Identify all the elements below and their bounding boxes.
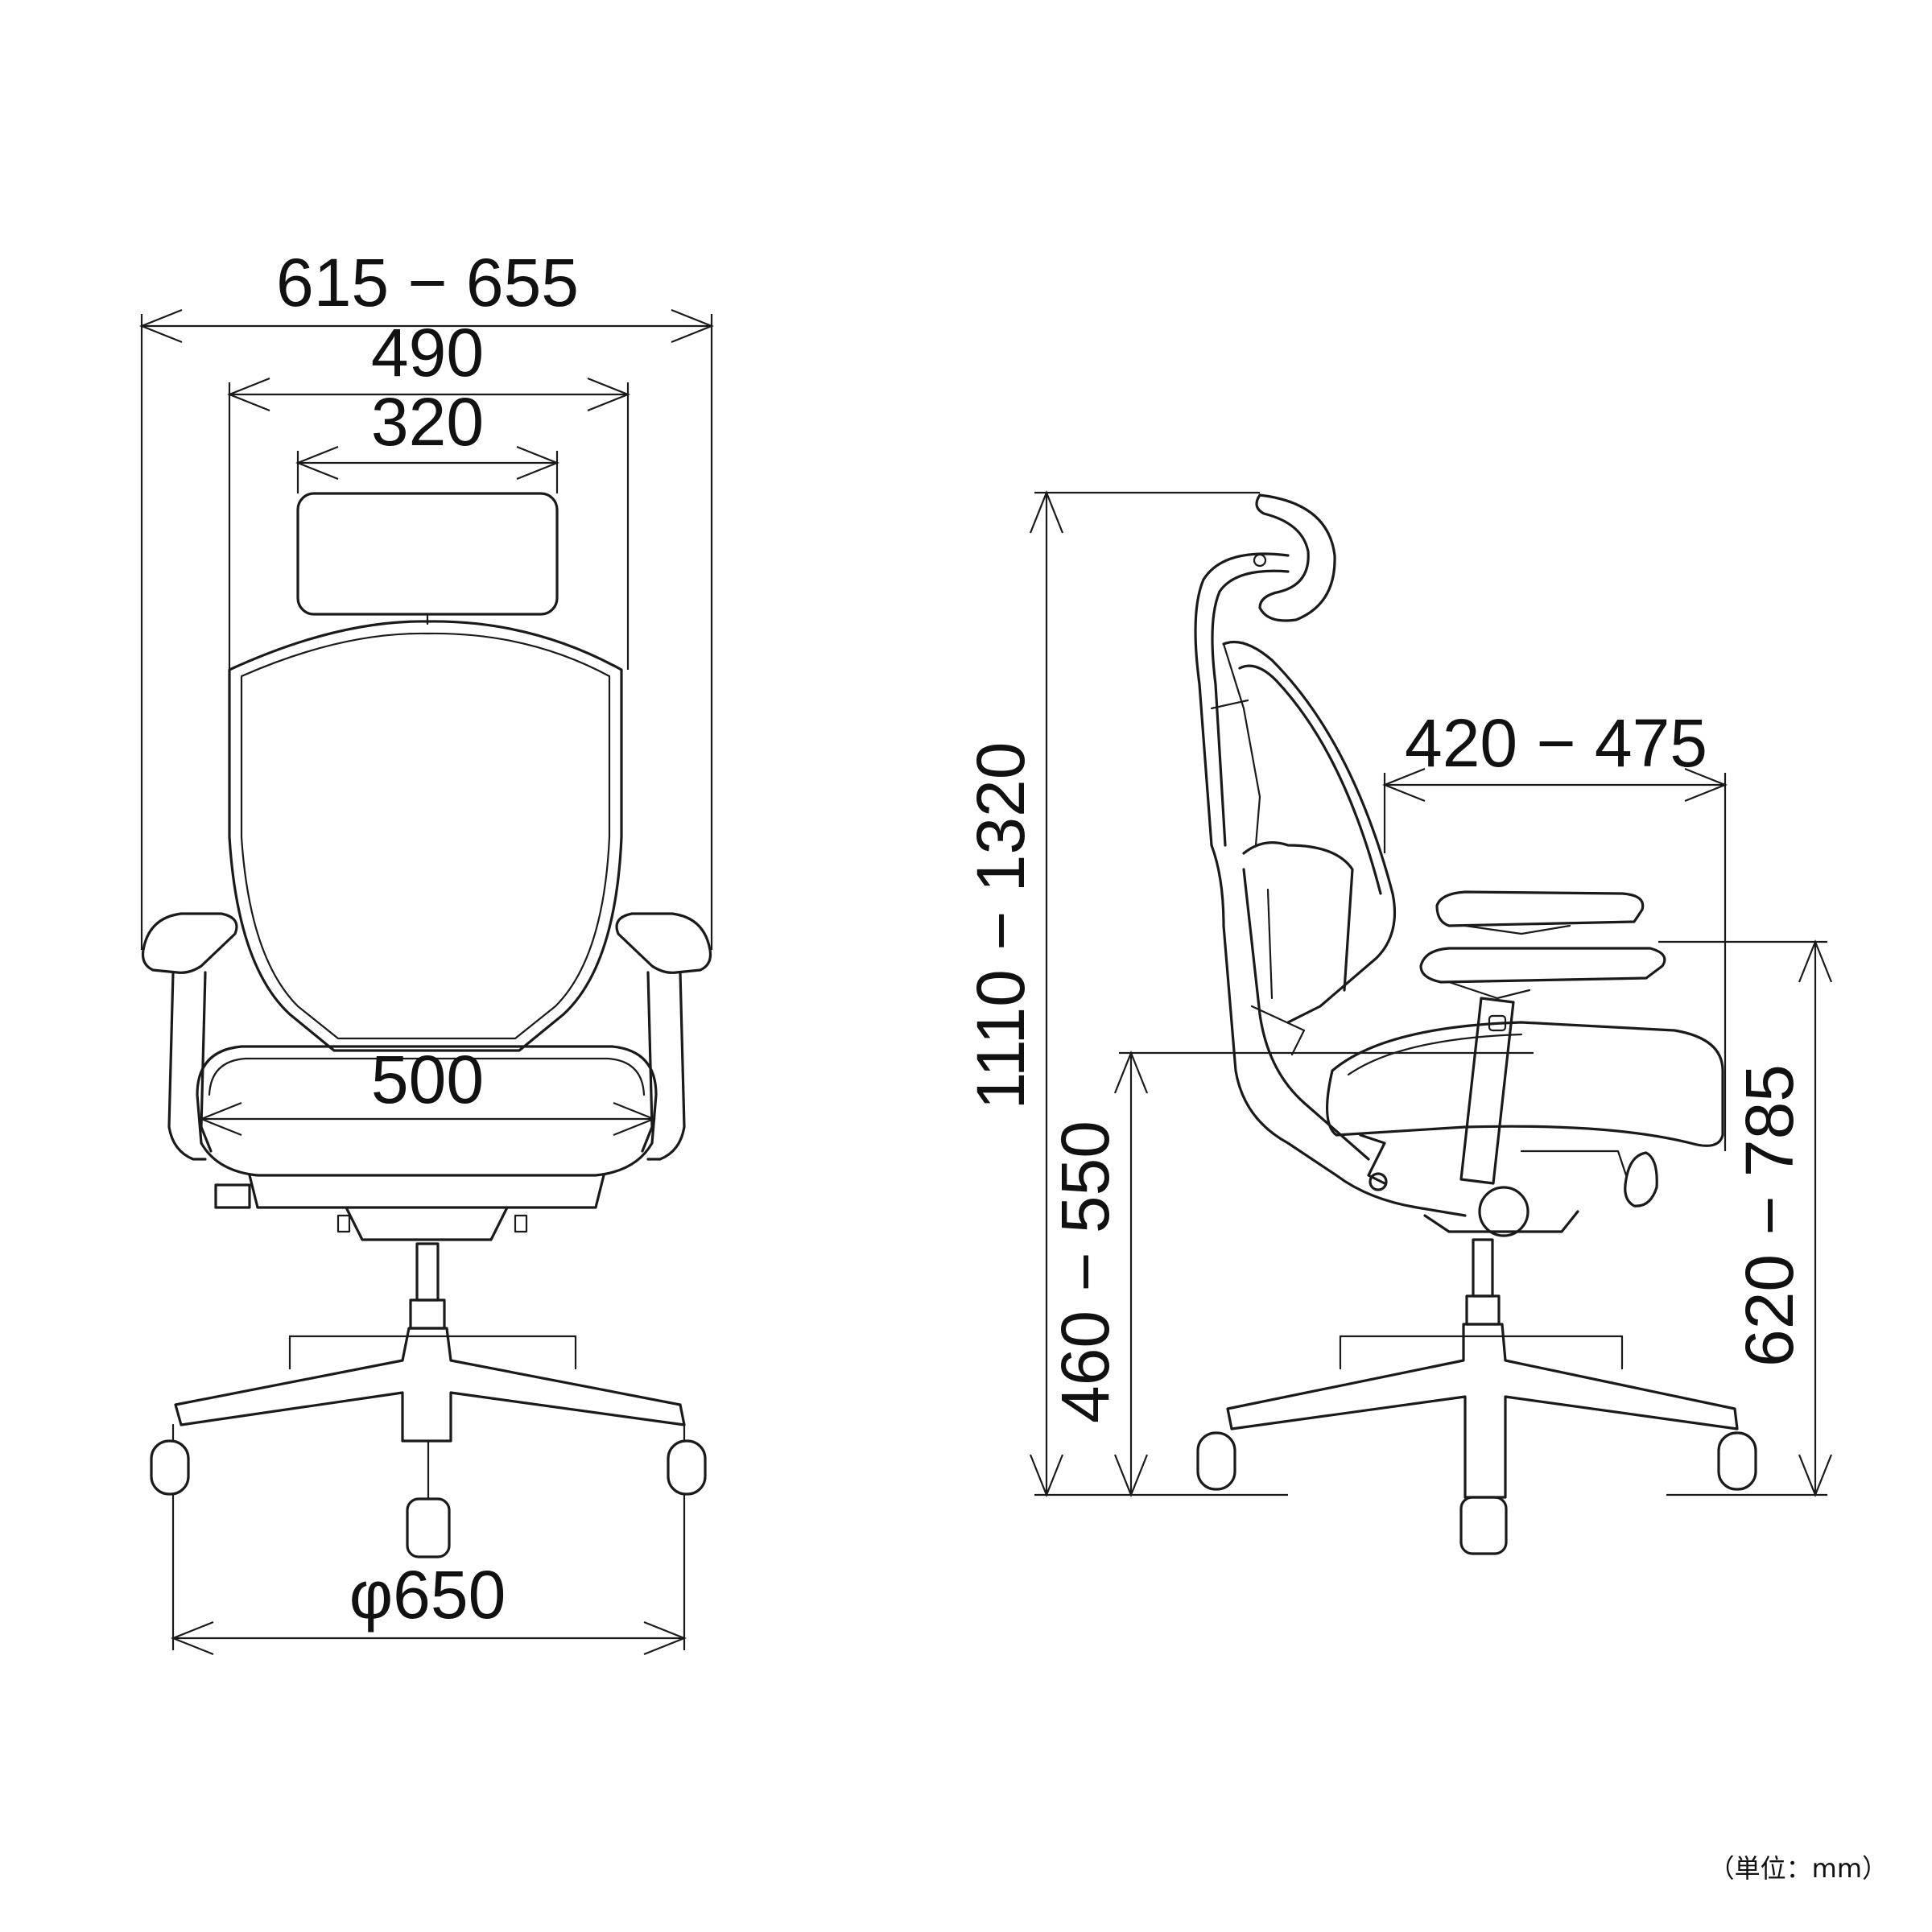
front-backrest: [228, 620, 623, 1052]
headrest-width-label: 320: [371, 384, 484, 460]
front-view: 615 − 655 490 320 500: [139, 245, 714, 1656]
front-left-armrest: [141, 912, 238, 974]
front-seat: [196, 1045, 658, 1177]
side-view: 1110 − 1320 460 − 550 420 − 475 620 − 78…: [963, 490, 1833, 1555]
side-star-base: [1226, 1323, 1739, 1499]
front-right-armrest: [615, 912, 712, 974]
armrest-height-label: 620 − 785: [1732, 1064, 1807, 1367]
side-headrest: [1255, 493, 1336, 622]
overall-height-label: 1110 − 1320: [963, 742, 1038, 1110]
dimension-overall-width: 615 − 655: [139, 245, 714, 950]
front-casters: [150, 1423, 707, 1558]
seat-depth-label: 420 − 475: [1405, 705, 1707, 781]
back-width-label: 490: [371, 315, 484, 390]
side-backrest: [1222, 640, 1397, 1024]
front-headrest: [296, 492, 559, 616]
overall-width-label: 615 − 655: [276, 245, 579, 320]
unit-note: （単位：mm）: [1709, 1853, 1888, 1884]
dimension-base-diameter: φ650: [171, 1494, 687, 1656]
dimension-overall-height: 1110 − 1320: [963, 490, 1288, 1497]
side-armrest: [1419, 947, 1666, 984]
dimension-headrest-width: 320: [295, 384, 559, 493]
side-tilt-knob: [1478, 1186, 1530, 1237]
seat-width-label: 500: [371, 1042, 484, 1117]
dimension-seat-height: 460 − 550: [1047, 1051, 1534, 1497]
side-casters: [1196, 1431, 1757, 1555]
front-gas-cylinder: [415, 1242, 440, 1302]
dimension-seat-depth: 420 − 475: [1382, 705, 1728, 1151]
side-seat: [1326, 1021, 1724, 1147]
front-star-base: [174, 1327, 686, 1443]
dimension-armrest-height: 620 − 785: [1658, 939, 1833, 1497]
side-gas-cylinder: [1472, 1238, 1494, 1298]
dimension-back-width: 490: [227, 315, 630, 670]
base-diameter-label: φ650: [349, 1557, 506, 1633]
seat-height-label: 460 − 550: [1047, 1121, 1123, 1423]
side-upper-armrest: [1435, 890, 1645, 927]
dimension-seat-width: 500: [199, 1042, 656, 1137]
